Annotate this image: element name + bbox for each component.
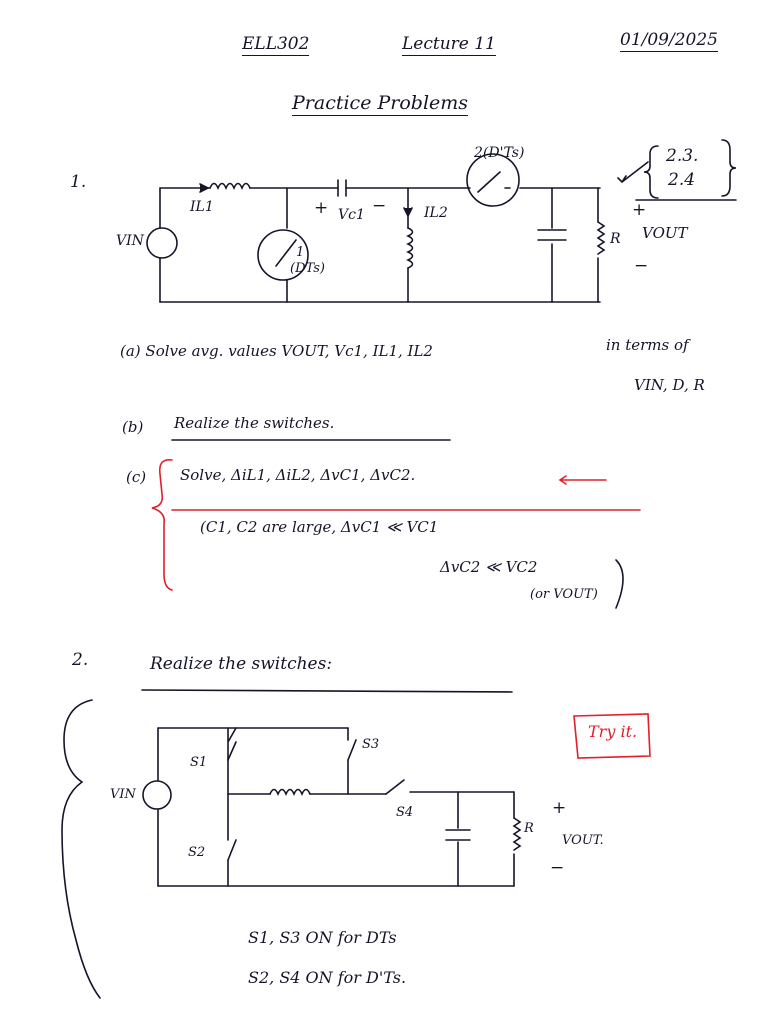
switch-2-label: 2(D'Ts) [474,145,525,161]
switching-note-2: S2, S4 ON for D'Ts. [248,968,407,987]
course-code: ELL302 [242,34,310,56]
part-b-label: (b) [122,418,144,436]
plus-c1: + [314,198,329,218]
part-c: Solve, ΔiL1, ΔiL2, ΔvC1, ΔvC2. [180,466,416,484]
part-c-assumption-3: (or VOUT) [530,587,598,602]
try-it-box [573,713,651,759]
minus-c1: − [372,196,387,216]
vout-minus: − [634,256,649,276]
switch-s3 [347,739,357,761]
switch-s1 [227,741,237,761]
resistor-label-2: R [524,821,534,836]
inductor-l1 [209,182,251,190]
il2-label: IL2 [424,205,448,221]
lecture-date: 01/09/2025 [620,30,718,52]
lecture-number: Lecture 11 [402,34,496,56]
part-c-assumption-1: (C1, C2 are large, ΔvC1 ≪ VC1 [200,518,439,536]
vin-label-2: VIN [110,787,136,802]
part-a-terms: in terms of [606,336,689,354]
part-a: (a) Solve avg. values VOUT, Vc1, IL1, IL… [120,342,433,360]
reference-a: 2.3. [666,146,699,166]
page-title: Practice Problems [292,92,469,116]
part-b: Realize the switches. [174,414,335,432]
vout-plus: + [632,200,647,220]
reference-b: 2.4 [668,170,696,190]
circuit-2 [142,727,522,887]
switch-s4 [385,779,405,795]
s4-label: S4 [396,805,414,820]
il1-label: IL1 [190,199,214,215]
part-c-assumption-2: ΔvC2 ≪ VC2 [440,558,538,576]
capacitor-c2 [537,229,567,241]
switch-1 [275,239,297,267]
switch-2-circle [466,153,520,207]
capacitor-c1 [337,179,347,197]
resistor-label: R [610,231,621,247]
part-c-label: (c) [126,468,147,486]
left-brace [61,699,101,999]
inductor-2 [269,788,311,796]
problem-2-heading: Realize the switches: [150,654,333,674]
vin-source-2 [142,780,172,810]
vout-minus-2: − [550,858,565,878]
vout-label: VOUT [642,224,688,242]
red-bracket [151,458,173,591]
inductor-l2 [406,227,414,269]
switch-1-circle [257,229,309,281]
s2-label: S2 [188,845,206,860]
vin-source [146,227,178,259]
vout-plus-2: + [552,798,567,818]
vc1-label: Vc1 [338,207,365,223]
switching-note-1: S1, S3 ON for DTs [248,928,397,947]
vout-label-2: VOUT. [562,833,604,848]
vin-label: VIN [116,233,144,249]
switch-s2 [227,839,237,861]
try-it-note: Try it. [588,722,638,741]
problem-1-number: 1. [70,172,87,192]
part-a-vars: VIN, D, R [634,376,705,394]
problem-2-number: 2. [72,650,89,670]
switch-1-number: 1 [296,245,305,260]
switch-1-label: (DTs) [290,261,325,276]
circuit-1 [146,139,737,303]
s1-label: S1 [190,755,208,770]
switch-2 [477,171,511,193]
resistor-r [596,221,606,255]
s3-label: S3 [362,737,380,752]
